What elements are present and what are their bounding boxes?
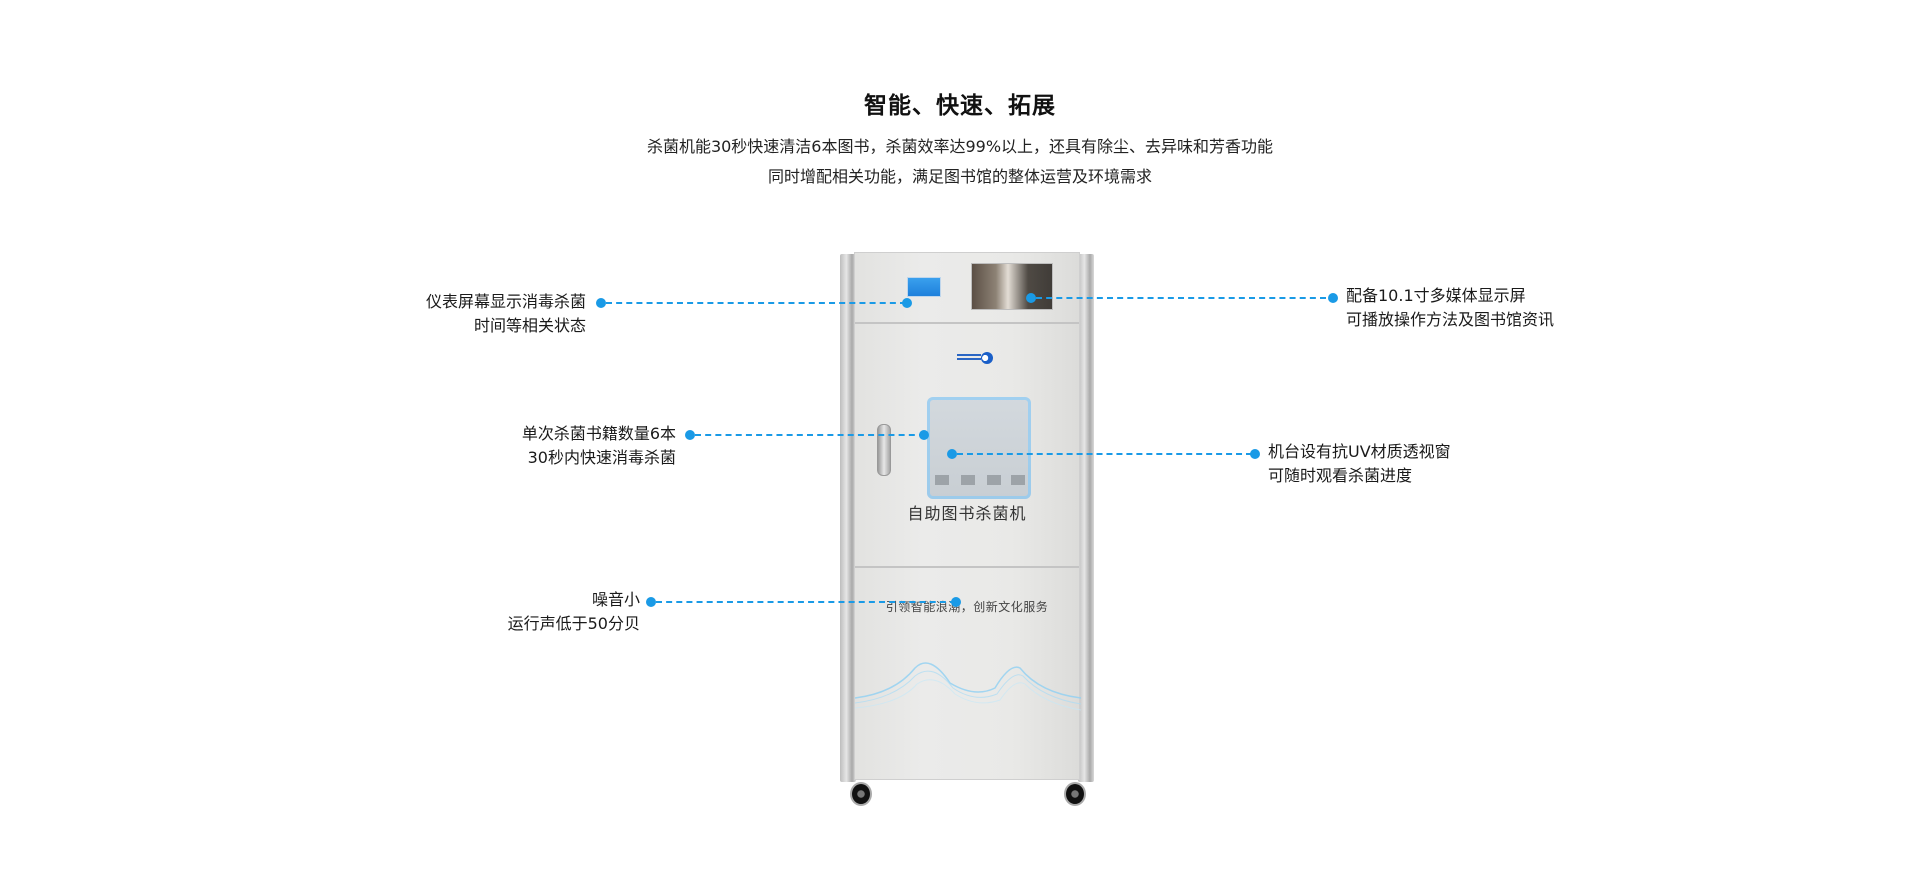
feature-text-line1: 机台设有抗UV材质透视窗 <box>1268 442 1451 461</box>
feature-text-line1: 配备10.1寸多媒体显示屏 <box>1346 286 1526 305</box>
multimedia-display <box>971 263 1053 310</box>
subtitle-line-1: 杀菌机能30秒快速清洁6本图书，杀菌效率达99%以上，还具有除尘、去异味和芳香功… <box>646 137 1274 156</box>
callout-dot <box>902 298 912 308</box>
callout-dot <box>951 597 961 607</box>
callout-dot <box>646 597 656 607</box>
feature-uv-window: 机台设有抗UV材质透视窗 可随时观看杀菌进度 <box>1268 440 1451 488</box>
feature-text-line1: 仪表屏幕显示消毒杀菌 <box>425 292 586 311</box>
callout-dot <box>685 430 695 440</box>
callout-line <box>695 434 925 436</box>
right-frame-post <box>1078 254 1094 782</box>
door-handle <box>877 424 891 476</box>
uv-viewing-window <box>927 397 1031 499</box>
callout-dot <box>596 298 606 308</box>
callout-line <box>957 453 1252 455</box>
sterilizer-machine: 自助图书杀菌机 引领智能浪潮，创新文化服务 <box>840 252 1094 806</box>
caster-wheel <box>1064 782 1086 806</box>
book-slot <box>961 475 975 485</box>
feature-text-line2: 时间等相关状态 <box>473 316 586 335</box>
callout-line <box>656 601 956 603</box>
feature-text-line1: 噪音小 <box>591 590 640 609</box>
callout-dot <box>1026 293 1036 303</box>
machine-body: 自助图书杀菌机 引领智能浪潮，创新文化服务 <box>854 252 1081 780</box>
book-slot <box>1011 475 1025 485</box>
callout-dot <box>1250 449 1260 459</box>
callout-dot <box>947 449 957 459</box>
left-frame-post <box>840 254 856 782</box>
callout-line <box>606 302 906 304</box>
meter-screen <box>907 277 941 297</box>
feature-text-line2: 可随时观看杀菌进度 <box>1268 466 1413 485</box>
top-panel <box>855 253 1079 324</box>
mountain-wave-graphic <box>855 662 1081 711</box>
callout-dot <box>1328 293 1338 303</box>
feature-text-line2: 可播放操作方法及图书馆资讯 <box>1346 310 1555 329</box>
door-panel: 自助图书杀菌机 <box>855 324 1079 568</box>
book-slot <box>987 475 1001 485</box>
feature-text-line2: 运行声低于50分贝 <box>507 614 640 633</box>
feature-text-line2: 30秒内快速消毒杀菌 <box>527 448 676 467</box>
feature-text-line1: 单次杀菌书籍数量6本 <box>521 424 676 443</box>
feature-low-noise: 噪音小 运行声低于50分贝 <box>508 588 640 636</box>
bottom-panel: 引领智能浪潮，创新文化服务 <box>855 568 1081 779</box>
caster-wheel <box>850 782 872 806</box>
feature-capacity: 单次杀菌书籍数量6本 30秒内快速消毒杀菌 <box>522 422 676 470</box>
machine-name: 自助图书杀菌机 <box>907 504 1027 523</box>
feature-multimedia-display: 配备10.1寸多媒体显示屏 可播放操作方法及图书馆资讯 <box>1346 284 1554 332</box>
subtitle-line-2: 同时增配相关功能，满足图书馆的整体运营及环境需求 <box>767 167 1152 186</box>
feature-meter-screen: 仪表屏幕显示消毒杀菌 时间等相关状态 <box>426 290 586 338</box>
page-title: 智能、快速、拓展 <box>864 93 1056 119</box>
brand-logo-icon <box>957 352 993 364</box>
machine-slogan: 引领智能浪潮，创新文化服务 <box>885 600 1049 614</box>
book-slot <box>935 475 949 485</box>
callout-line <box>1036 297 1326 299</box>
callout-dot <box>919 430 929 440</box>
